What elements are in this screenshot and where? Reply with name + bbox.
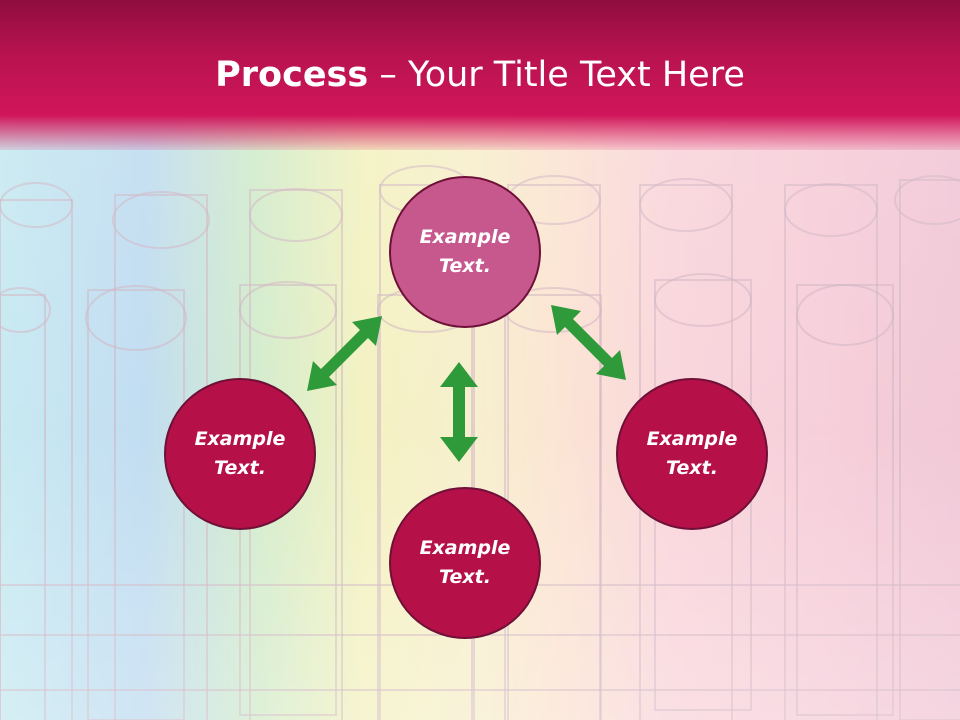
title-bold: Process (215, 55, 369, 95)
node-bottom[interactable]: Example Text. (389, 487, 541, 639)
double-arrow-icon-left (307, 316, 382, 391)
double-arrow-icon-right (551, 305, 626, 380)
node-bottom-line2: Text. (439, 566, 491, 588)
node-right-line1: Example (646, 428, 738, 450)
node-left-line1: Example (194, 428, 286, 450)
node-left[interactable]: Example Text. (164, 378, 316, 530)
node-right[interactable]: Example Text. (616, 378, 768, 530)
node-top-line2: Text. (439, 255, 491, 277)
node-top[interactable]: Example Text. (389, 176, 541, 328)
node-left-line2: Text. (214, 457, 266, 479)
double-arrow-icon-vertical (440, 362, 478, 462)
node-bottom-line1: Example (419, 537, 511, 559)
title-rest: – Your Title Text Here (368, 55, 745, 95)
node-right-line2: Text. (666, 457, 718, 479)
title-bar (0, 0, 960, 150)
node-top-line1: Example (419, 226, 511, 248)
slide-title: Process – Your Title Text Here (0, 52, 960, 98)
